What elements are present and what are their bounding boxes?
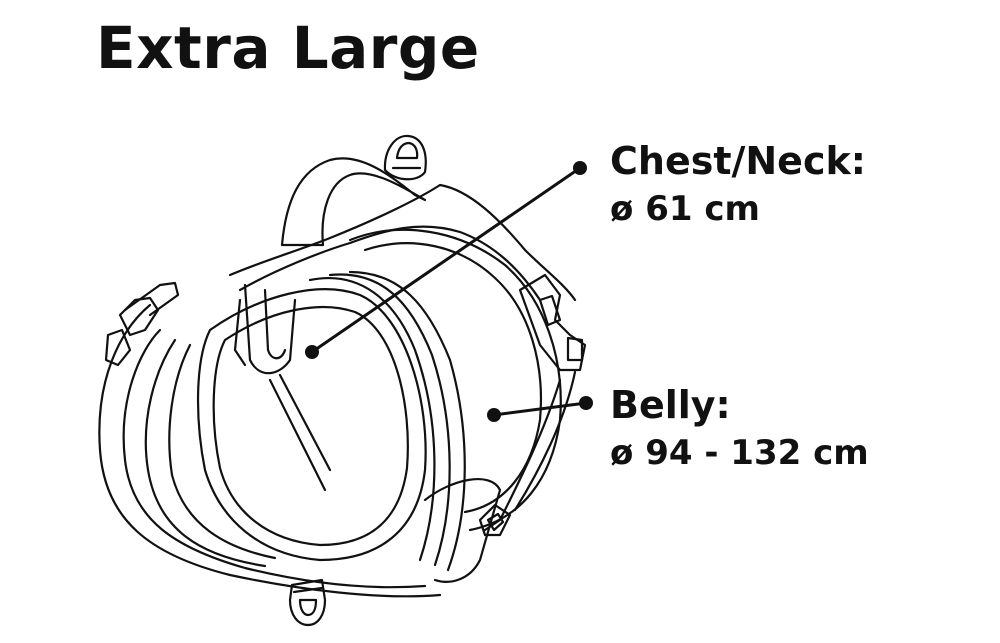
belly-callout (487, 396, 593, 422)
belly-name: Belly: (610, 383, 731, 427)
bottom-d-ring-icon (288, 578, 327, 627)
belly-value: ø 94 - 132 cm (610, 432, 869, 473)
chest-neck-value: ø 61 cm (610, 188, 760, 229)
chest-callout (305, 161, 587, 359)
belly-label: Belly: ø 94 - 132 cm (610, 383, 869, 473)
belly-label-dot-icon (579, 396, 593, 410)
chest-neck-label: Chest/Neck: ø 61 cm (610, 139, 866, 229)
size-title: Extra Large (96, 14, 480, 82)
chest-neck-name: Chest/Neck: (610, 139, 866, 183)
belly-point-dot-icon (487, 408, 501, 422)
chest-point-dot-icon (305, 345, 319, 359)
top-d-ring-icon (383, 134, 427, 181)
chest-label-dot-icon (573, 161, 587, 175)
handle-icon (280, 157, 427, 247)
